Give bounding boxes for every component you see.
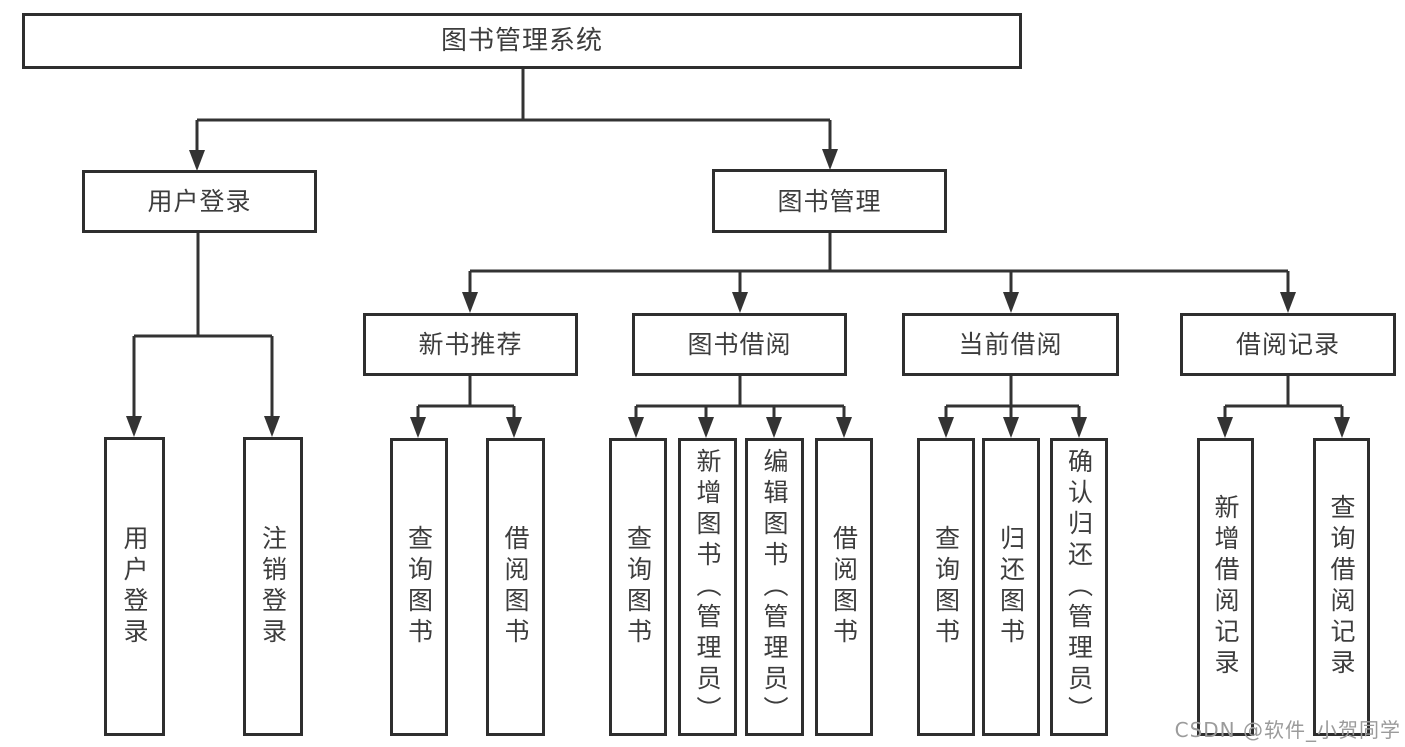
connector-borrow-records-split [1223, 376, 1344, 419]
leaf-logout: 注销登录 [243, 437, 303, 736]
node-borrow-records: 借阅记录 [1180, 313, 1396, 376]
connector-current-borrow-split [944, 376, 1081, 419]
connector-book-management-split [468, 233, 1290, 294]
leaf-query-book-recommend: 查询图书 [390, 438, 448, 736]
leaf-add-book-admin: 新增图书（管理员） [678, 438, 737, 736]
arrowhead-leaf-borrow-book-r [506, 417, 522, 438]
leaf-query-borrow-record: 查询借阅记录 [1313, 438, 1370, 736]
arrowhead-user-login [189, 150, 205, 171]
leaf-confirm-return-admin: 确认归还（管理员） [1050, 438, 1108, 736]
leaf-query-book-borrow: 查询图书 [609, 438, 667, 736]
connector-book-borrow-split [634, 376, 846, 419]
arrowhead-leaf-borrow-book-b [836, 417, 852, 438]
leaf-user-login: 用户登录 [104, 437, 165, 736]
leaf-edit-book-admin: 编辑图书（管理员） [745, 438, 804, 736]
connector-new-book-recommend-split [416, 376, 516, 419]
arrowhead-leaf-logout [264, 416, 280, 437]
leaf-return-book: 归还图书 [982, 438, 1040, 736]
arrowhead-book-management [822, 149, 838, 170]
leaf-borrow-book-recommend: 借阅图书 [486, 438, 545, 736]
arrowhead-leaf-query-book-r [410, 417, 426, 438]
leaf-add-borrow-record: 新增借阅记录 [1197, 438, 1254, 736]
arrowhead-leaf-edit-book [766, 417, 782, 438]
arrowhead-leaf-add-book [698, 417, 714, 438]
arrowhead-leaf-query-book-c [938, 417, 954, 438]
arrowhead-leaf-return-book [1003, 417, 1019, 438]
node-user-login: 用户登录 [82, 170, 317, 233]
arrowhead-current-borrow [1003, 292, 1019, 313]
arrowhead-leaf-add-record [1217, 417, 1233, 438]
connector-user-login-split [132, 233, 274, 418]
node-new-book-recommend: 新书推荐 [363, 313, 578, 376]
watermark: CSDN @软件_小贺同学 [1174, 718, 1401, 742]
node-book-borrow: 图书借阅 [632, 313, 847, 376]
root-node: 图书管理系统 [22, 13, 1022, 69]
connector-root-stem [195, 69, 832, 152]
arrowhead-leaf-confirm-return [1071, 417, 1087, 438]
arrowhead-borrow-records [1280, 292, 1296, 313]
arrowhead-new-book-recommend [462, 292, 478, 313]
leaf-borrow-book: 借阅图书 [815, 438, 873, 736]
node-book-management: 图书管理 [712, 169, 947, 233]
node-current-borrow: 当前借阅 [902, 313, 1119, 376]
arrowhead-leaf-query-record [1334, 417, 1350, 438]
arrowhead-leaf-user-login [126, 416, 142, 437]
leaf-query-book-current: 查询图书 [917, 438, 975, 736]
arrowhead-book-borrow [732, 292, 748, 313]
arrowhead-leaf-query-book-b [628, 417, 644, 438]
